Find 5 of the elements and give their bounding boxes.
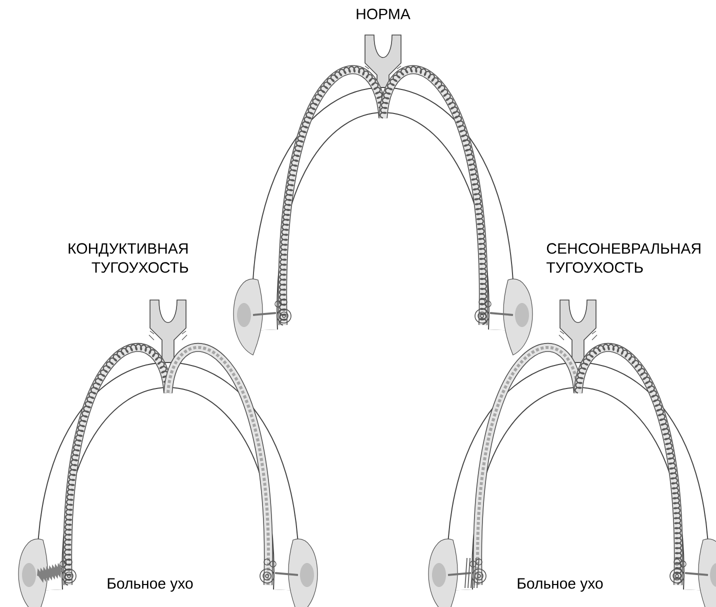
panel-title: КОНДУКТИВНАЯ ТУГОУХОСТЬ xyxy=(68,243,188,273)
panel-title: СЕНСОНЕВРАЛЬНАЯ ТУГОУХОСТЬ xyxy=(546,243,700,273)
panel-title: НОРМА xyxy=(356,8,410,20)
ear-caption: Больное ухо xyxy=(518,578,603,592)
ear-caption: Больное ухо xyxy=(108,578,193,592)
